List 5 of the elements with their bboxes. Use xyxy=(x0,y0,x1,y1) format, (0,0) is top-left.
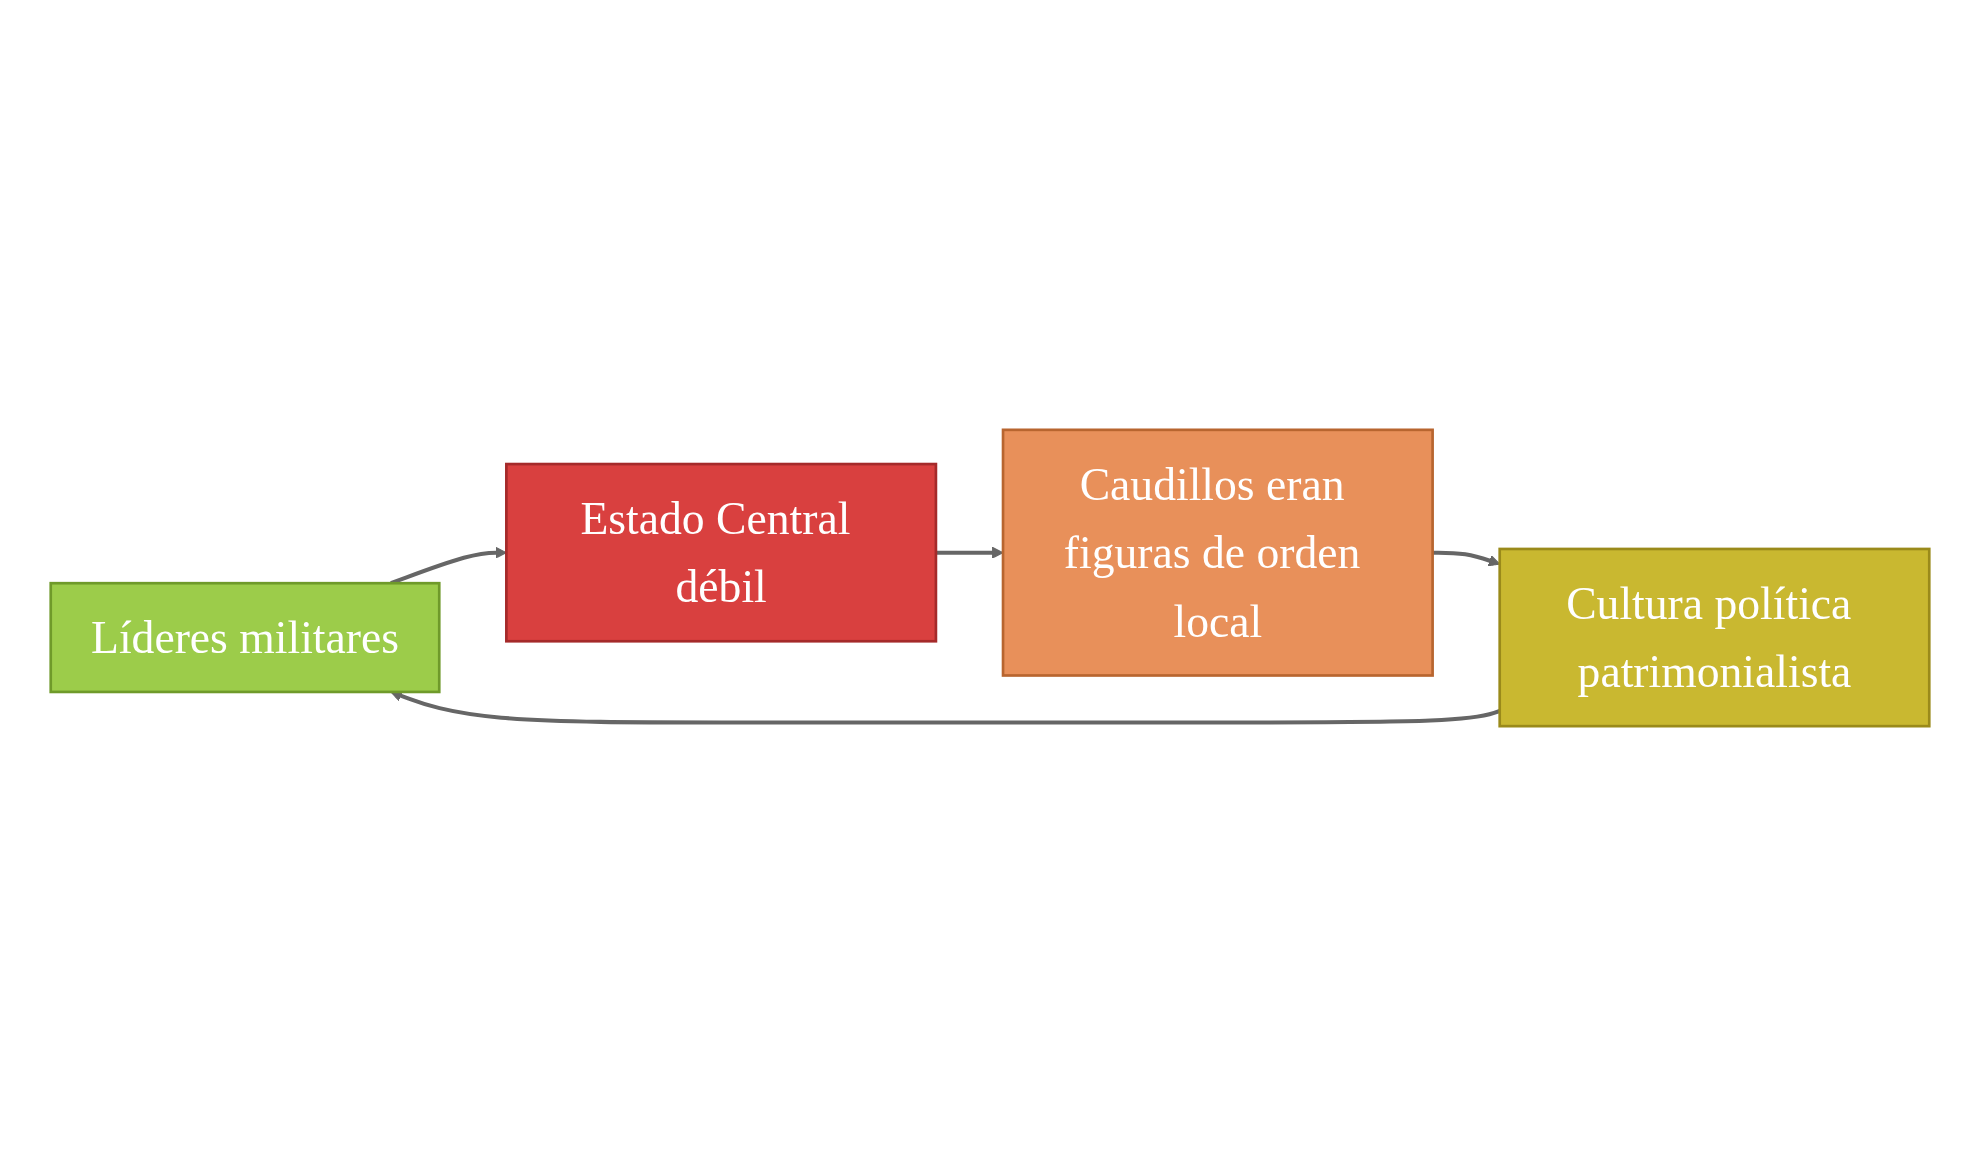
arrow xyxy=(935,546,1004,559)
node-box: Estado Central débil xyxy=(505,462,938,643)
node-box: Líderes militares xyxy=(49,581,441,693)
node-box: Caudillos eran figuras de orden local xyxy=(1001,428,1434,677)
node-box: Cultura política patrimonialista xyxy=(1498,547,1931,727)
